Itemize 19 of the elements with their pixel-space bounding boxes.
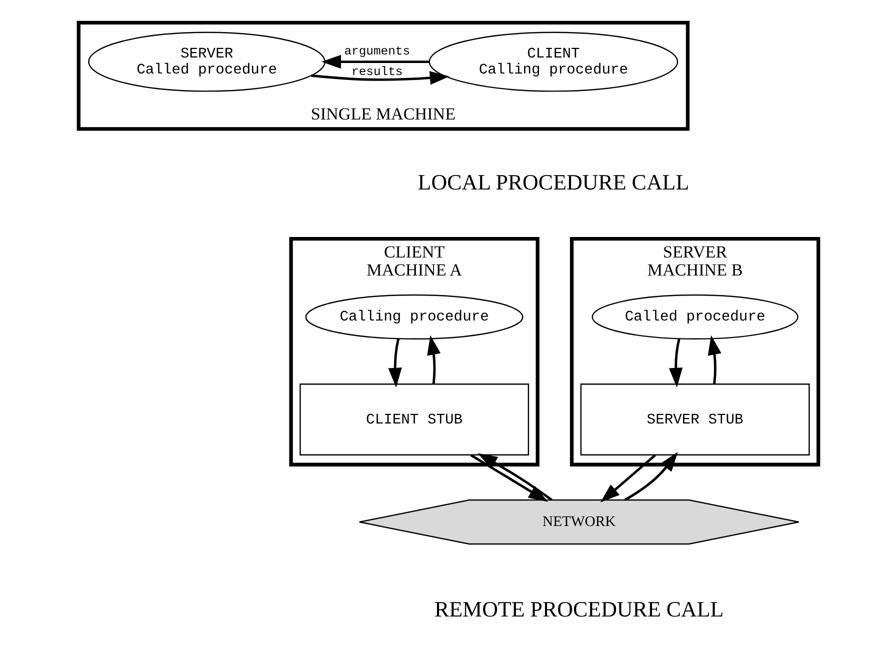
node-box: SERVER STUB — [580, 383, 810, 456]
edge-label: arguments — [344, 44, 410, 58]
node-ellipse: SERVER Called procedure — [88, 32, 326, 92]
arrow — [668, 338, 682, 388]
arrow — [624, 452, 678, 501]
label: REMOTE PROCEDURE CALL — [434, 596, 724, 622]
arrow — [426, 335, 440, 384]
node-ellipse: Called procedure — [591, 294, 798, 340]
arrow — [388, 338, 402, 388]
node-ellipse: Calling procedure — [304, 294, 523, 340]
arrow — [320, 54, 429, 69]
arrow — [310, 71, 449, 85]
node-box: CLIENT STUB — [299, 383, 529, 456]
arrow — [707, 335, 721, 384]
arrow — [600, 454, 656, 502]
arrow — [477, 453, 552, 501]
edge-label: results — [351, 65, 402, 80]
label: LOCAL PROCEDURE CALL — [417, 169, 689, 194]
arrow — [470, 454, 548, 502]
